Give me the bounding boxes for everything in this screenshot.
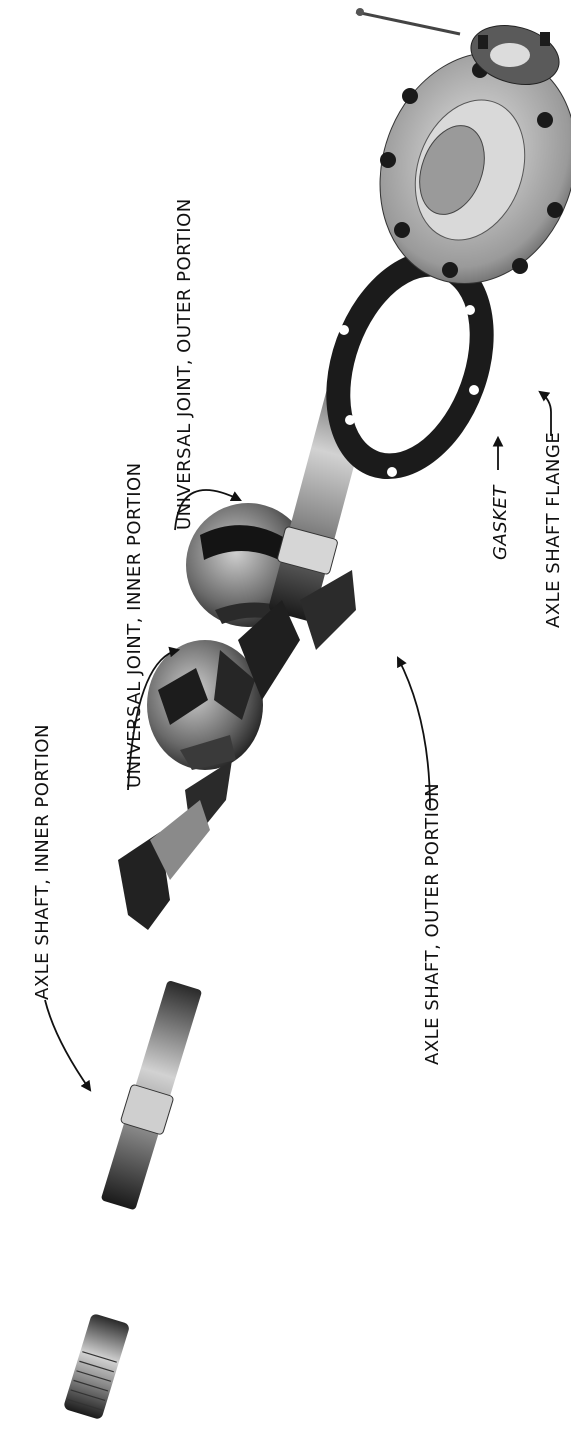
axle-shaft-inner-portion [63,760,232,1420]
cotter-pin [356,8,460,34]
universal-joint-inner-portion [147,640,263,770]
label-axle-shaft-outer-portion: AXLE SHAFT, OUTER PORTION [422,783,443,1065]
label-universal-joint-outer-portion: UNIVERSAL JOINT, OUTER PORTION [174,198,195,530]
label-axle-shaft-inner-portion: AXLE SHAFT, INNER PORTION [32,724,53,1000]
leader-lines [45,392,551,1090]
label-axle-shaft-flange: AXLE SHAFT FLANGE [543,432,564,628]
label-universal-joint-inner-portion: UNIVERSAL JOINT, INNER PORTION [124,462,145,788]
label-gasket: GASKET [490,484,511,560]
